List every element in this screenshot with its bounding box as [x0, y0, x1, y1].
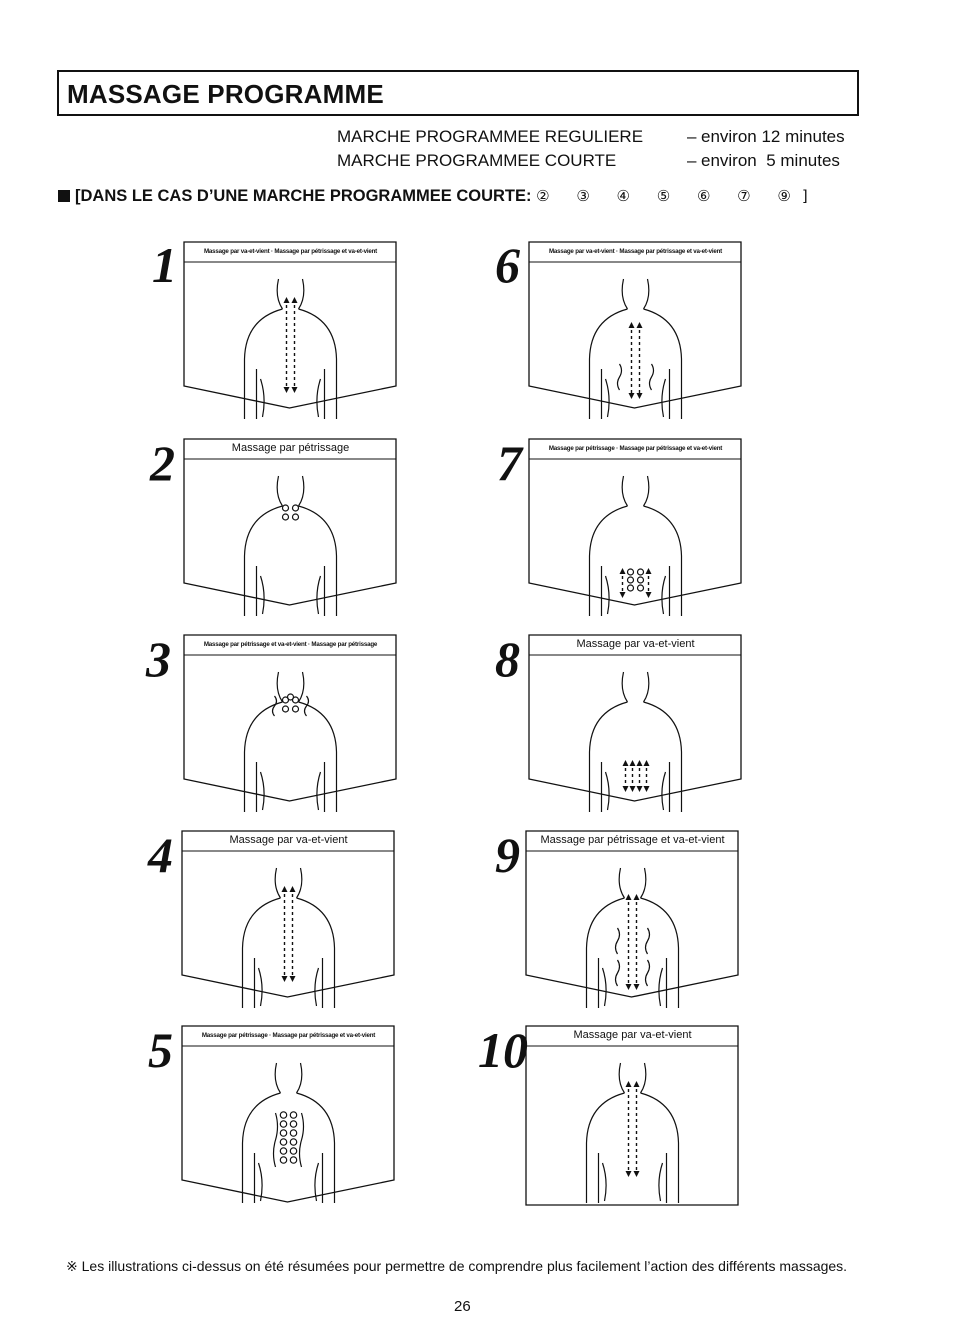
step-number: 5 — [148, 1022, 173, 1078]
page-title: MASSAGE PROGRAMME — [67, 79, 384, 109]
step-frame — [528, 438, 742, 616]
duration-regular: MARCHE PROGRAMMEE REGULIERE – environ 12… — [337, 127, 845, 207]
step-frame — [525, 1025, 739, 1206]
step-caption: Massage par pétrissage · Massage par pét… — [548, 444, 723, 452]
step-number: 1 — [152, 237, 177, 293]
duration-separator: – — [687, 127, 697, 146]
duration-name: MARCHE PROGRAMMEE REGULIERE — [337, 127, 644, 146]
massage-step-6: Massage par va-et-vient · Massage par pé… — [528, 241, 743, 441]
step-frame — [528, 241, 742, 419]
step-frame — [525, 830, 739, 1008]
step-number: 7 — [497, 435, 522, 491]
step-caption: Massage par pétrissage et va-et-vient — [540, 834, 725, 846]
step-frame — [528, 634, 742, 812]
step-caption: Massage par pétrissage · Massage par pét… — [201, 1031, 376, 1039]
duration-time: environ 12 minutes — [701, 127, 845, 146]
massage-step-4: Massage par va-et-vient — [181, 830, 396, 1030]
step-caption: Massage par va-et-vient · Massage par pé… — [203, 247, 378, 255]
duration-short: MARCHE PROGRAMMEE COURTE – environ 5 min… — [337, 151, 840, 231]
step-frame — [183, 634, 397, 812]
duration-name: MARCHE PROGRAMMEE COURTE — [337, 151, 617, 170]
title-box: MASSAGE PROGRAMME — [57, 70, 859, 116]
duration-time: environ 5 minutes — [701, 151, 840, 170]
step-frame — [181, 830, 395, 1008]
massage-step-2: Massage par pétrissage — [183, 438, 398, 638]
step-frame — [183, 438, 397, 616]
step-caption: Massage par pétrissage — [231, 442, 350, 454]
step-number: 3 — [146, 631, 171, 687]
step-number: 10 — [478, 1022, 528, 1078]
step-caption: Massage par pétrissage et va-et-vient · … — [203, 640, 378, 648]
step-number: 6 — [495, 237, 520, 293]
step-caption: Massage par va-et-vient — [576, 638, 695, 650]
step-number: 8 — [495, 631, 520, 687]
massage-step-5: Massage par pétrissage · Massage par pét… — [181, 1025, 396, 1225]
step-frame — [181, 1025, 395, 1203]
massage-step-7: Massage par pétrissage · Massage par pét… — [528, 438, 743, 638]
step-number: 4 — [148, 827, 173, 883]
massage-step-8: Massage par va-et-vient — [528, 634, 743, 834]
square-bullet-icon — [58, 190, 70, 202]
massage-step-3: Massage par pétrissage et va-et-vient · … — [183, 634, 398, 834]
page-number: 26 — [454, 1298, 471, 1315]
step-number: 9 — [495, 827, 520, 883]
step-caption: Massage par va-et-vient · Massage par pé… — [548, 247, 723, 255]
massage-step-1: Massage par va-et-vient · Massage par pé… — [183, 241, 398, 441]
step-caption: Massage par va-et-vient — [573, 1029, 692, 1041]
footnote: ※ Les illustrations ci-dessus on été rés… — [66, 1258, 848, 1274]
massage-step-10: Massage par va-et-vient — [525, 1025, 740, 1225]
step-number: 2 — [150, 435, 175, 491]
duration-separator: – — [687, 151, 697, 170]
step-caption: Massage par va-et-vient — [229, 834, 348, 846]
heading-text: [DANS LE CAS D’UNE MARCHE PROGRAMMEE COU… — [75, 187, 532, 205]
step-frame — [183, 241, 397, 419]
massage-step-9: Massage par pétrissage et va-et-vient — [525, 830, 740, 1030]
short-program-heading: [DANS LE CAS D’UNE MARCHE PROGRAMMEE COU… — [58, 187, 819, 206]
step-list: ② ③ ④ ⑤ ⑥ ⑦ ⑨] — [536, 187, 819, 205]
